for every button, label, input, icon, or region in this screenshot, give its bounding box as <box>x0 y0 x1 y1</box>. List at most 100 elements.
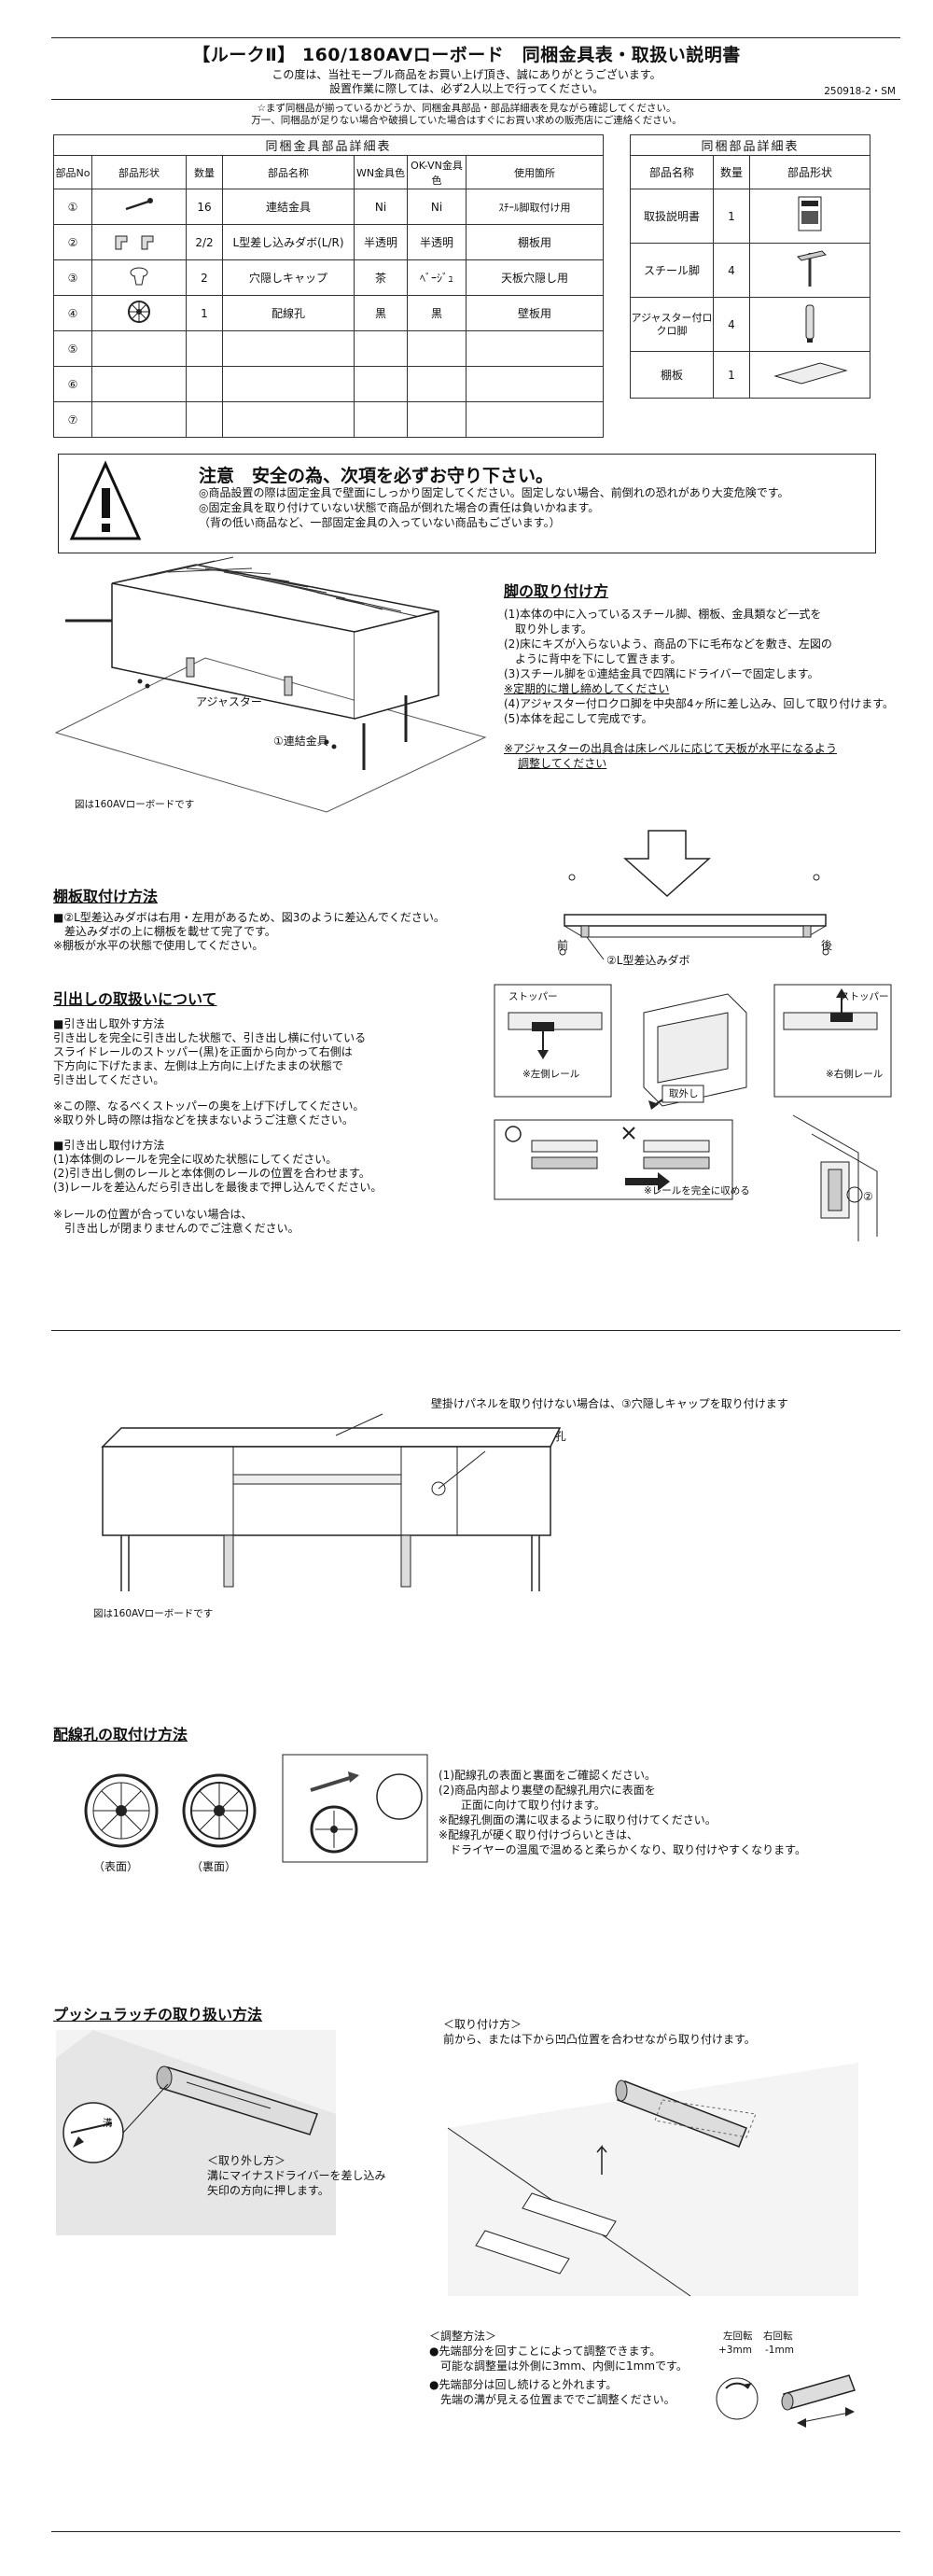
steel-leg-icon <box>749 243 870 298</box>
legs-step-1b: 取り外します。 <box>504 623 592 636</box>
grommet-label-back: （裏面） <box>191 1860 237 1873</box>
label-front: 前 <box>557 939 569 952</box>
table-row: ⑤ <box>53 330 604 367</box>
header-rule <box>51 99 900 100</box>
grommet-line-4: ※配線孔側面の溝に収まるように取り付けてください。 <box>439 1813 717 1827</box>
grommet-icon <box>91 295 187 331</box>
bottom-rule <box>51 2531 900 2532</box>
note-line-1: ☆まず同梱品が揃っているかどうか、同梱金具部品・部品詳細表を見ながら確認してくだ… <box>257 103 676 114</box>
latch-adjust-title: ＜調整方法＞ <box>429 2330 497 2343</box>
top-rule <box>51 37 900 38</box>
warning-line-2: ◎固定金具を取り付けていない状態で商品が倒れた場合の責任は負いかねます。 <box>199 501 600 514</box>
shelf-board-icon <box>749 351 870 399</box>
label-two-circled: ② <box>863 1190 873 1203</box>
col-qty: 数量 <box>186 155 223 189</box>
drawer-note-2: ※取り外し時の際は指などを挟まないようご注意ください。 <box>53 1113 354 1127</box>
grommet-line-1: (1)配線孔の表面と裏面をご確認ください。 <box>439 1769 656 1782</box>
col-use: 使用箇所 <box>466 155 604 189</box>
label-connector: ①連結金具 <box>273 735 328 748</box>
leg-assembly-illustration <box>54 556 487 813</box>
rot-right-label: 右回転 <box>763 2331 793 2342</box>
drawer-heading: 引出しの取扱いについて <box>53 990 217 1008</box>
drawer-attach-title: ■引き出し取付け方法 <box>53 1139 165 1152</box>
table-row: ④ 1 配線孔 黒 黒 壁板用 <box>53 295 604 331</box>
adjust-note-2: 調整してください <box>518 757 607 770</box>
table-row: 取扱説明書 1 <box>630 189 870 244</box>
table-row: ⑥ <box>53 366 604 402</box>
latch-remove-line-2: 矢印の方向に押します。 <box>207 2184 329 2197</box>
col-name: 部品名称 <box>222 155 355 189</box>
table-row: ⑦ <box>53 401 604 438</box>
grommet-line-5: ※配線孔が硬く取り付けづらいときは、 <box>439 1828 639 1841</box>
cabinet-front-illustration <box>101 1413 562 1591</box>
warning-title: 注意 安全の為、次項を必ずお守り下さい。 <box>199 466 554 486</box>
legs-step-3: (3)スチール脚を①連結金具で四隅にドライバーで固定します。 <box>504 667 819 680</box>
drawer-rail-note-2: 引き出しが閉まりませんのでご注意ください。 <box>53 1222 299 1235</box>
legs-figure-caption: 図は160AVローボードです <box>75 799 195 810</box>
parts-table-caption: 同梱部品詳細表 <box>630 134 870 156</box>
warning-icon <box>69 460 142 540</box>
grommet-front-icon <box>84 1773 159 1848</box>
legs-step-2a: (2)床にキズが入らないよう、商品の下に毛布などを敷き、左図の <box>504 637 832 651</box>
label-stopper-left: ストッパー <box>508 991 558 1002</box>
latch-remove-title: ＜取り外し方＞ <box>207 2154 286 2167</box>
drawer-rail-note-1: ※レールの位置が合っていない場合は、 <box>53 1208 253 1221</box>
label-remove: 取外し <box>669 1088 699 1099</box>
col-shape: 部品形状 <box>91 155 187 189</box>
grommet-line-6: ドライヤーの温風で温めると柔らかくなり、取り付けやすくなります。 <box>439 1843 806 1856</box>
latch-attach-title: ＜取り付け方＞ <box>443 2018 522 2031</box>
table-row: ① 16 連結金具 Ni Ni ｽﾁｰﾙ脚取付け用 <box>53 189 604 225</box>
label-left-rail: ※左側レール <box>522 1069 580 1080</box>
shelf-line-1: ■②L型差込みダボは右用・左用があるため、図3のように差込んでください。 <box>53 911 445 924</box>
page-divider <box>51 1330 900 1331</box>
manual-icon <box>749 189 870 244</box>
col-okvn: OK-VN金具色 <box>407 155 466 189</box>
parts-table: 同梱部品詳細表 部品名称 数量 部品形状 取扱説明書 1 スチール脚 4 アジャ… <box>630 134 870 399</box>
drawer-attach-3: (3)レールを差込んだら引き出しを最後まで押し込んでください。 <box>53 1181 383 1194</box>
hardware-table: 同梱金具部品詳細表 部品No 部品形状 数量 部品名称 WN金具色 OK-VN金… <box>53 134 604 438</box>
doc-code: 250918-2・SM <box>824 86 896 97</box>
warning-box: 注意 安全の為、次項を必ずお守り下さい。 ◎商品設置の際は固定金具で壁面にしっか… <box>58 454 876 553</box>
adjust-note-1: ※アジャスターの出具合は床レベルに応じて天板が水平になるよう <box>504 742 837 755</box>
drawer-remove-4: 引き出してください。 <box>53 1073 165 1086</box>
note-line-2: 万一、同梱品が足りない場合や破損していた場合はすぐにお買い求めの販売店にご連絡く… <box>251 115 682 126</box>
drawer-attach-2: (2)引き出し側のレールと本体側のレールの位置を合わせます。 <box>53 1167 370 1180</box>
connector-icon <box>91 189 187 225</box>
legs-step-5: (5)本体を起こして完成です。 <box>504 712 653 725</box>
rot-left-label: 左回転 <box>723 2331 753 2342</box>
page2-figure-caption: 図は160AVローボードです <box>93 1608 214 1619</box>
label-groove: 溝 <box>103 2118 113 2129</box>
label-fully-retract: ※レールを完全に収める <box>644 1185 750 1197</box>
latch-heading: プッシュラッチの取り扱い方法 <box>53 2006 263 2023</box>
rail-alignment-illustration <box>494 1119 733 1200</box>
shelf-heading: 棚板取付け方法 <box>53 888 159 905</box>
latch-attach-line: 前から、または下から凹凸位置を合わせながら取り付けます。 <box>443 2033 756 2046</box>
rot-left-value: +3mm <box>718 2345 752 2356</box>
shelf-line-2: 差込みダボの上に棚板を載せて完了です。 <box>53 925 276 938</box>
grommet-line-3: 正面に向けて取り付けます。 <box>439 1799 606 1812</box>
hardware-table-caption: 同梱金具部品詳細表 <box>53 134 604 156</box>
label-adjuster: アジャスター <box>196 695 262 708</box>
legs-heading: 脚の取り付け方 <box>504 582 609 600</box>
cap-note: 壁掛けパネルを取り付けない場合は、③穴隠しキャップを取り付けます <box>431 1397 788 1410</box>
warning-line-3: （背の低い商品など、一部固定金具の入っていない商品もございます。） <box>199 516 561 529</box>
col-no: 部品No <box>53 155 92 189</box>
col-wn: WN金具色 <box>354 155 408 189</box>
legs-step-4: (4)アジャスター付ロクロ脚を中央部4ヶ所に差し込み、回して取り付けます。 <box>504 697 894 710</box>
l-dowel-icon <box>91 224 187 260</box>
grommet-label-front: （表面） <box>93 1860 139 1873</box>
warning-line-1: ◎商品設置の際は固定金具で壁面にしっかり固定してください。固定しない場合、前倒れ… <box>199 486 789 499</box>
drawer-remove-title: ■引き出し取外す方法 <box>53 1017 165 1030</box>
drawer-attach-1: (1)本体側のレールを完全に収めた状態にしてください。 <box>53 1153 338 1166</box>
latch-removal-illustration <box>56 2030 336 2235</box>
latch-adjust-2: 可能な調整量は外側に3mm、内側に1mmです。 <box>429 2359 688 2373</box>
drawer-remove-3: 下方向に下げたまま、左側は上方向に上げたままの状態で <box>53 1059 343 1072</box>
table-row: ③ 2 穴隠しキャップ 茶 ﾍﾞｰｼﾞｭ 天板穴隠し用 <box>53 259 604 296</box>
intro-line-1: この度は、当社モーブル商品をお買い上げ頂き、誠にありがとうございます。 <box>272 68 661 81</box>
turned-leg-icon <box>749 297 870 352</box>
label-back: 後 <box>821 939 833 952</box>
legs-step-1a: (1)本体の中に入っているスチール脚、棚板、金具類など一式を <box>504 608 822 621</box>
drawer-removal-illustration <box>494 984 892 1110</box>
latch-adjust-illustration <box>716 2374 856 2428</box>
latch-adjust-1: ●先端部分を回すことによって調整できます。 <box>429 2345 661 2358</box>
